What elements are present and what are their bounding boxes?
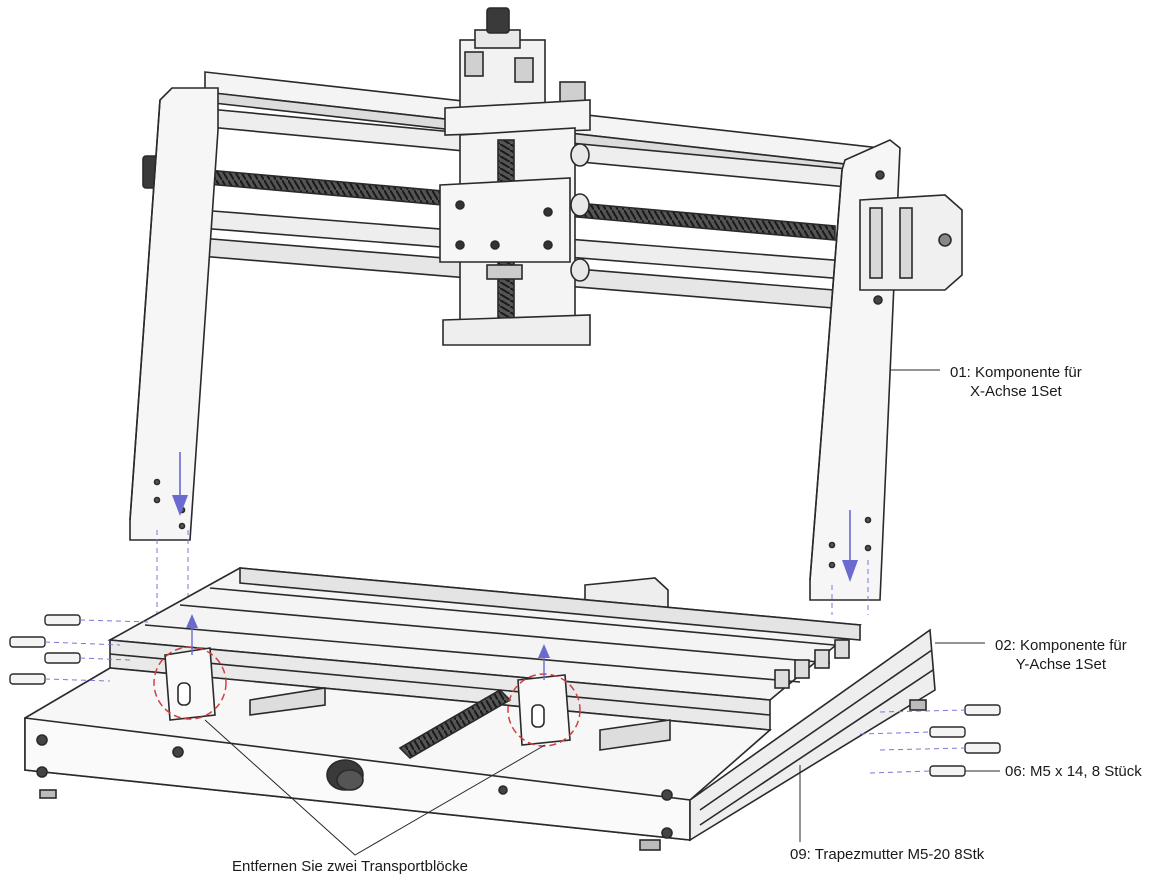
z-axis-carriage (439, 7, 591, 346)
remove-blocks-label: Entfernen Sie zwei Transportblöcke (232, 858, 468, 875)
leader-lines (204, 369, 1000, 856)
transport-block-middle-icon (517, 674, 571, 746)
y-axis-label-line2: Y-Achse 1Set (1015, 656, 1107, 673)
z-knob-icon (486, 7, 510, 34)
screw-icon (9, 673, 46, 685)
down-arrow-right-icon (842, 510, 858, 582)
screw-icon (44, 652, 81, 664)
left-side-plate (129, 87, 219, 541)
x-axis-gantry (129, 7, 963, 601)
screw-icon (9, 636, 46, 648)
y-axis-component-label: 02: Komponente für Y-Achse 1Set (995, 636, 1127, 674)
down-arrow-left-icon (172, 452, 188, 516)
screw-icon (964, 742, 1001, 754)
screw-icon (929, 765, 966, 777)
x-stepper-motor-icon (859, 194, 963, 291)
screws-left (9, 614, 151, 685)
x-axis-label-line1: 01: Komponente für (950, 364, 1082, 381)
screw-icon (964, 704, 1001, 716)
screws-label: 06: M5 x 14, 8 Stück (1005, 763, 1142, 780)
y-axis-base (24, 567, 936, 851)
nuts-label: 09: Trapezmutter M5-20 8Stk (790, 846, 985, 863)
x-axis-label-line2: X-Achse 1Set (970, 383, 1062, 400)
screw-icon (44, 614, 81, 626)
right-side-rail (689, 628, 936, 842)
x-axis-component-label: 01: Komponente für X-Achse 1Set (950, 363, 1082, 401)
y-axis-label-line1: 02: Komponente für (995, 637, 1127, 654)
alignment-guides (156, 530, 869, 615)
screw-icon (929, 726, 966, 738)
transport-block-left-icon (164, 647, 216, 721)
y-handwheel-icon (326, 759, 364, 791)
